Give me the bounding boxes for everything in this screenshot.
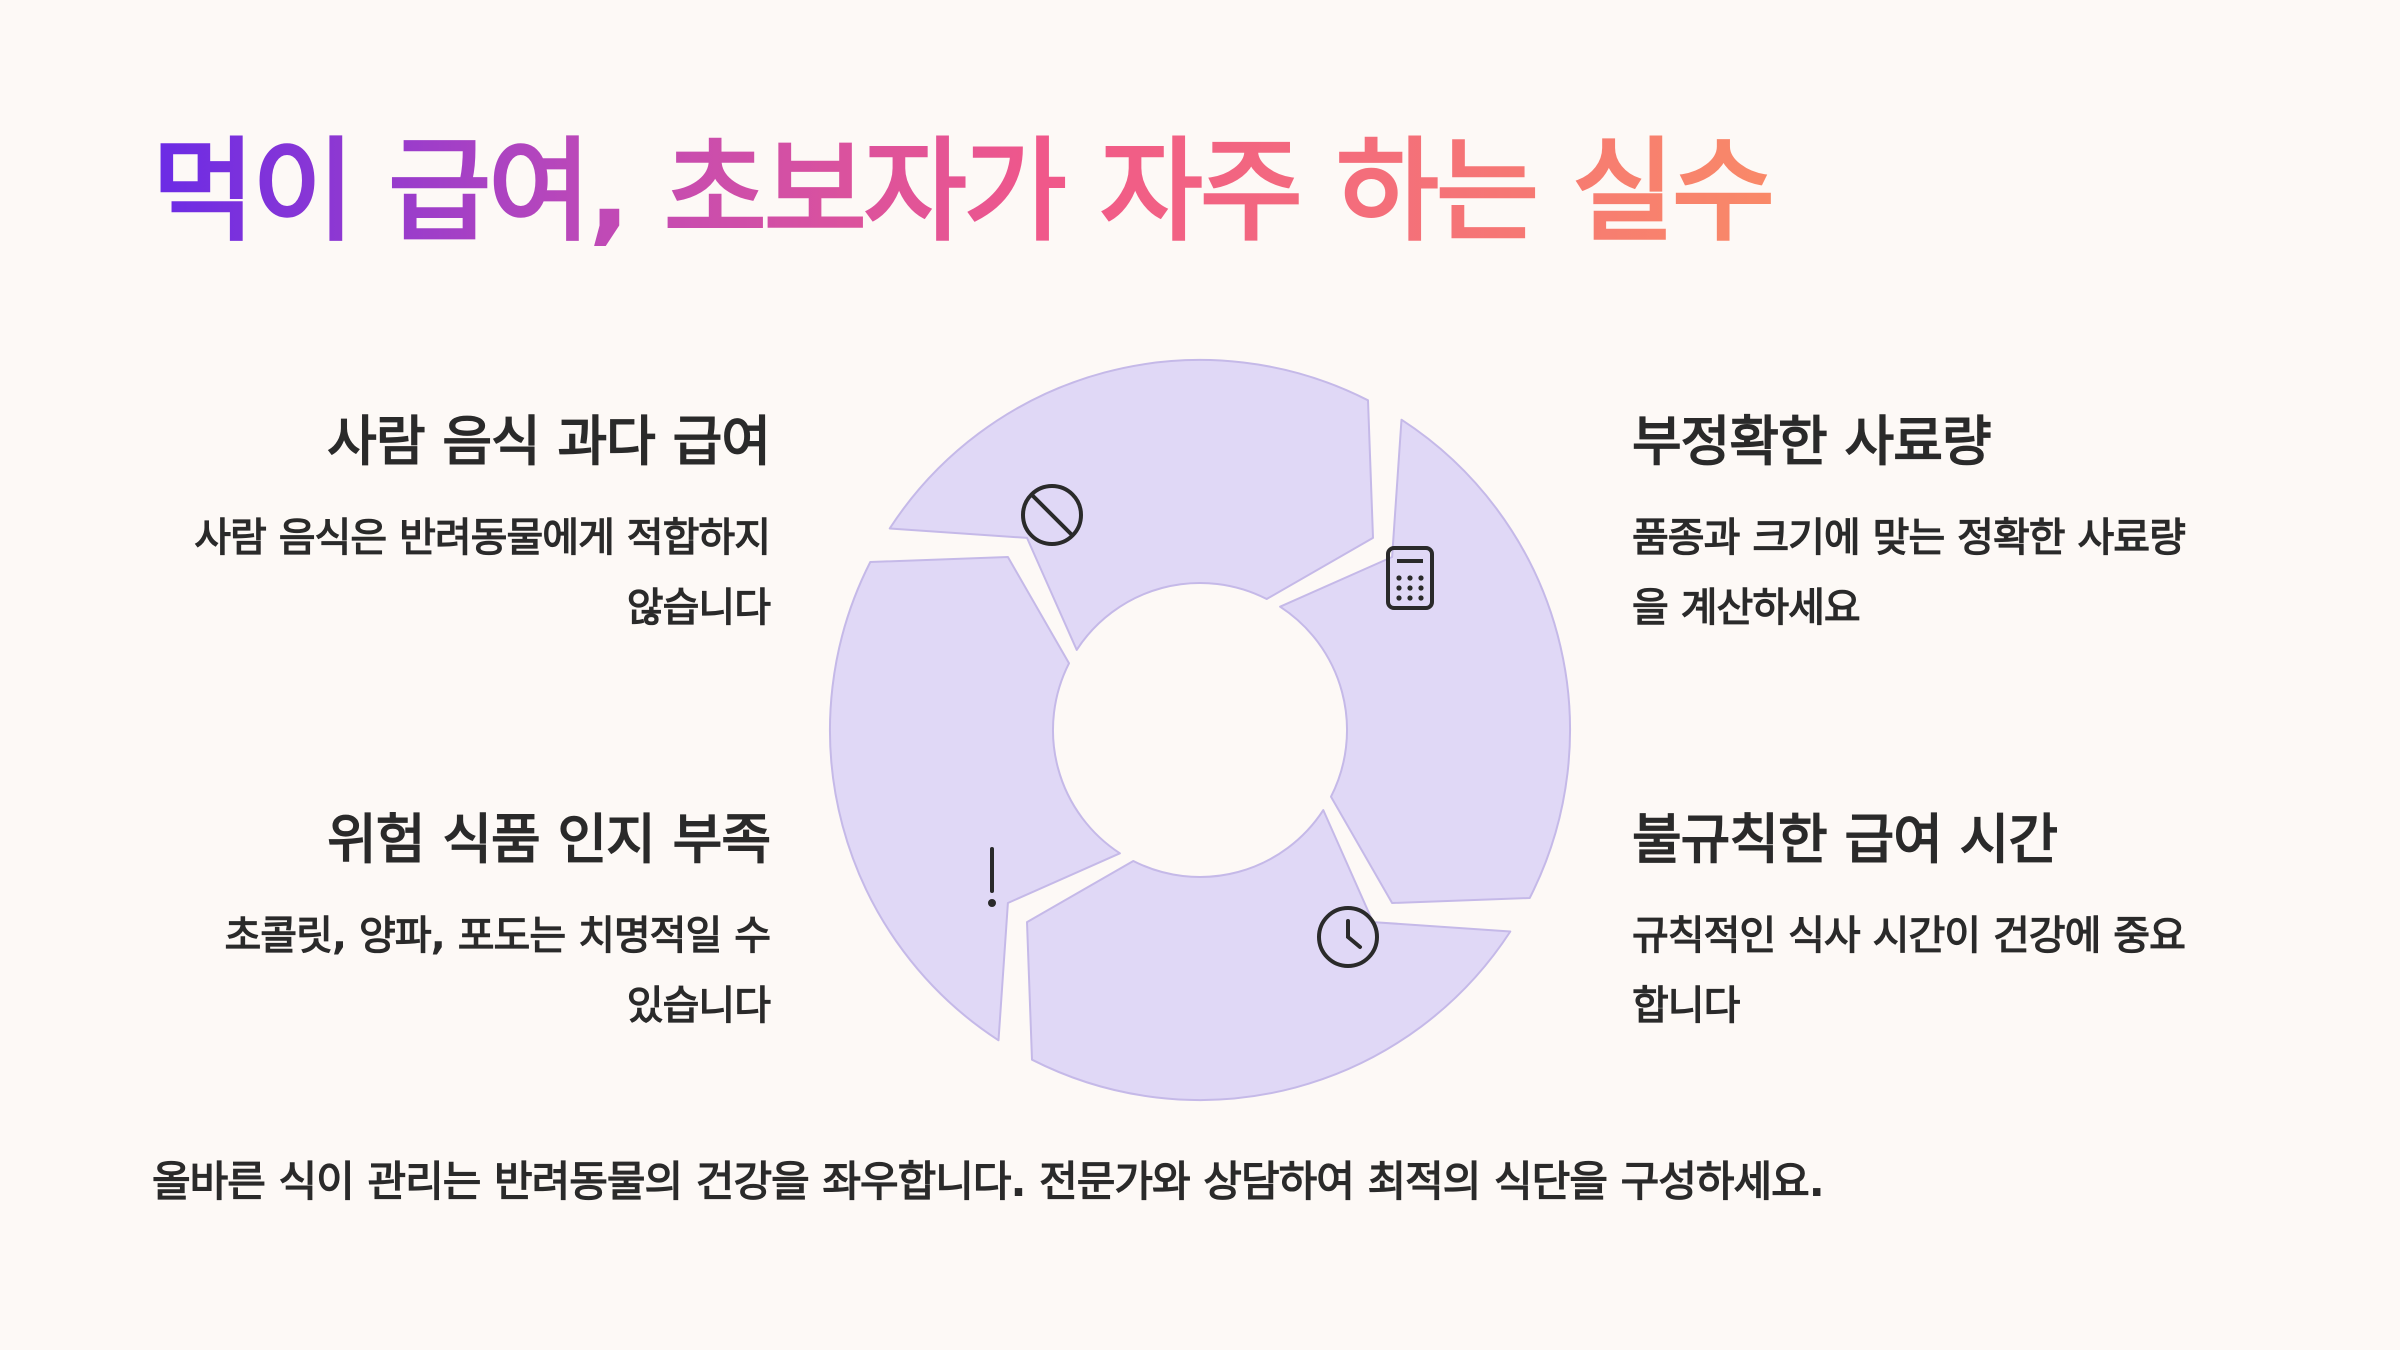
mistake-feeding-time: 불규칙한 급여 시간 규칙적인 식사 시간이 건강에 중요 합니다	[1632, 808, 2272, 1041]
segment-feed-amount	[1279, 418, 1572, 904]
mistake-description: 사람 음식은 반려동물에게 적합하지 않습니다	[194, 514, 771, 631]
footer-note: 올바른 식이 관리는 반려동물의 건강을 좌우합니다. 전문가와 상담하여 최적…	[152, 1157, 1825, 1206]
mistake-title: 위험 식품 인지 부족	[327, 808, 771, 871]
page-title: 먹이 급여, 초보자가 자주 하는 실수	[152, 127, 1775, 257]
mistake-description: 초콜릿, 양파, 포도는 치명적일 수 있습니다	[224, 912, 772, 1029]
mistake-dangerous-food: 위험 식품 인지 부족 초콜릿, 양파, 포도는 치명적일 수 있습니다	[130, 808, 772, 1041]
cycle-diagram	[828, 358, 1572, 1102]
ban-icon	[1021, 484, 1083, 546]
exclamation-icon	[988, 847, 996, 907]
mistake-human-food: 사람 음식 과다 급여 사람 음식은 반려동물에게 적합하지 않습니다	[130, 410, 771, 643]
mistake-title: 부정확한 사료량	[1632, 410, 1992, 473]
clock-icon	[1317, 906, 1379, 968]
mistake-title: 불규칙한 급여 시간	[1632, 808, 2058, 871]
segment-dangerous-food	[828, 556, 1121, 1042]
mistake-description: 규칙적인 식사 시간이 건강에 중요 합니다	[1632, 912, 2186, 1029]
mistake-description: 품종과 크기에 맞는 정확한 사료량 을 계산하세요	[1632, 514, 2186, 631]
segment-feeding-time	[1026, 809, 1512, 1102]
mistake-feed-amount: 부정확한 사료량 품종과 크기에 맞는 정확한 사료량 을 계산하세요	[1632, 410, 2272, 643]
calculator-icon	[1386, 546, 1434, 610]
mistake-title: 사람 음식 과다 급여	[327, 410, 771, 473]
cycle-segments	[828, 358, 1572, 1102]
segment-human-food	[888, 358, 1374, 651]
